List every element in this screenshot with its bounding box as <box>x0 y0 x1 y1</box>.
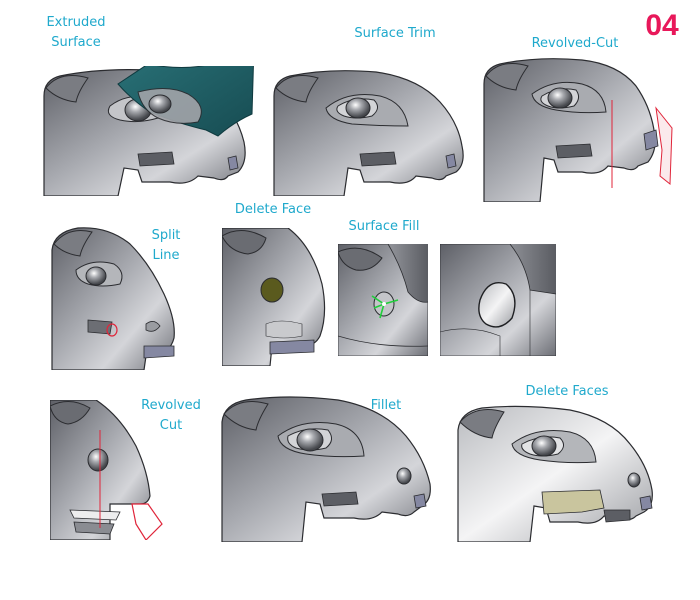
panel-delete-faces <box>454 404 664 542</box>
model-revolved-cut-1 <box>483 58 673 202</box>
panel-surface-trim <box>268 66 468 196</box>
panel-extruded-surface <box>38 66 256 196</box>
panel-revolved-cut-1 <box>478 54 674 202</box>
panel-surface-fill-result <box>440 244 556 356</box>
step-label-surface-fill: Surface Fill <box>348 219 420 234</box>
step-label-fillet: Fillet <box>370 398 402 413</box>
step-label-delete-face: Delete Face <box>234 202 312 217</box>
panel-delete-face <box>222 228 326 366</box>
step-label-extruded-surface: Extruded Surface <box>46 15 106 50</box>
model-extruded-surface <box>43 66 254 196</box>
split-line-curve <box>106 323 118 337</box>
panel-surface-fill <box>338 244 428 356</box>
step-label-surface-trim: Surface Trim <box>354 26 436 41</box>
deleted-faces-patch <box>541 489 605 515</box>
revolve-profile-1 <box>655 106 673 186</box>
page-number: 04 <box>645 9 679 42</box>
step-label-delete-faces: Delete Faces <box>525 384 609 399</box>
model-delete-face <box>222 228 326 366</box>
model-delete-faces <box>457 405 653 542</box>
model-surface-fill <box>338 244 428 356</box>
panel-revolved-cut-2 <box>50 400 164 540</box>
step-label-split-line: Split Line <box>151 228 181 263</box>
model-revolved-cut-2 <box>50 400 163 540</box>
model-surface-trim <box>273 70 464 196</box>
revolve-profile-2 <box>131 503 163 540</box>
model-surface-fill-result <box>440 244 556 356</box>
model-fillet <box>221 396 431 542</box>
step-label-revolved-cut-2: Revolved Cut <box>141 398 201 433</box>
step-label-revolved-cut-1: Revolved-Cut <box>531 36 619 51</box>
filled-surface <box>478 282 516 328</box>
panel-fillet <box>218 394 440 542</box>
deleted-face-patch <box>260 277 284 303</box>
model-split-line <box>51 227 175 370</box>
panel-split-line <box>48 224 180 370</box>
